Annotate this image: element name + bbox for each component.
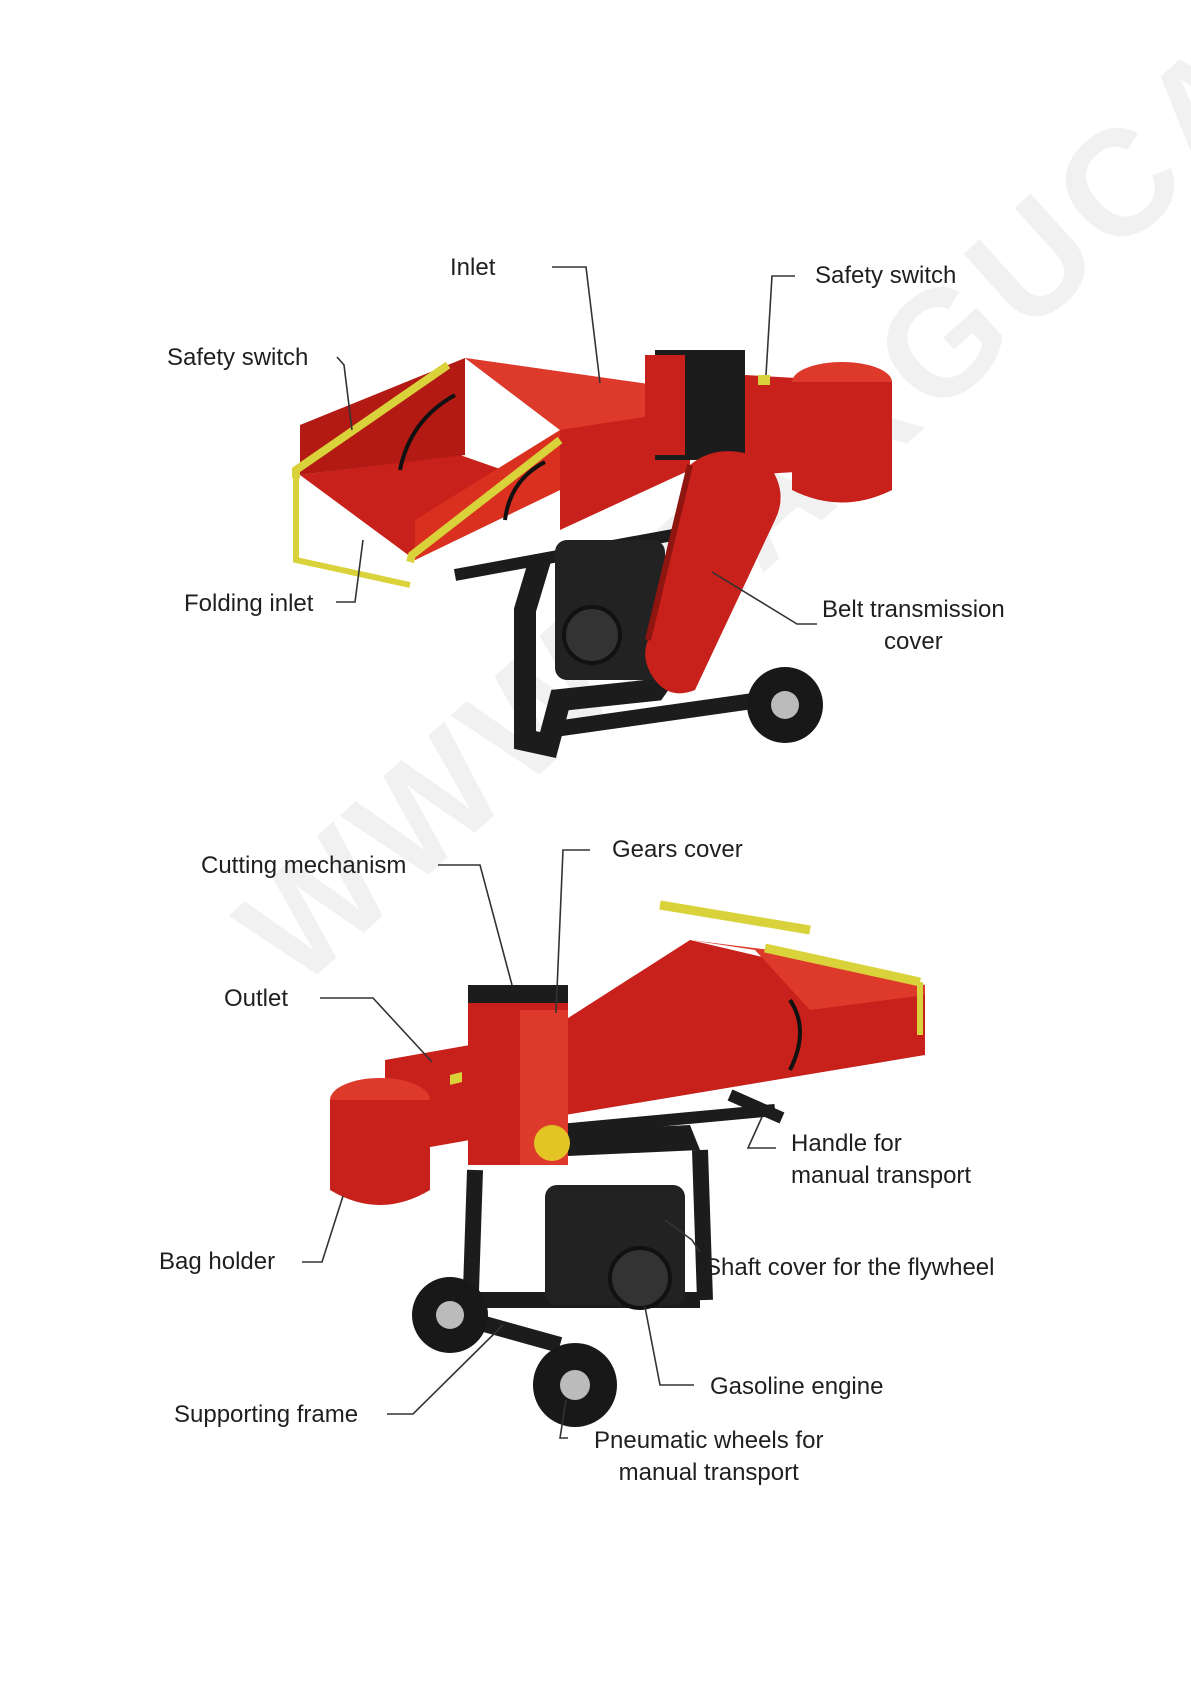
top-chipper-illustration xyxy=(296,350,892,745)
bottom-wheel-front-hub xyxy=(560,1370,590,1400)
label-handle-line-2: manual transport xyxy=(791,1160,971,1192)
label-supporting-frame: Supporting frame xyxy=(174,1399,358,1431)
label-safety-switch-left: Safety switch xyxy=(167,342,308,374)
bottom-shaft-flange xyxy=(534,1125,570,1161)
top-safety-switch-knob xyxy=(758,375,770,385)
top-engine-flywheel xyxy=(564,607,620,663)
label-safety-switch-right: Safety switch xyxy=(815,260,956,292)
label-gears-cover: Gears cover xyxy=(612,834,743,866)
bottom-engine-flywheel xyxy=(610,1248,670,1308)
leader-outlet xyxy=(320,998,432,1062)
label-wheels-line-1: Pneumatic wheels for xyxy=(594,1425,823,1457)
label-bag-holder: Bag holder xyxy=(159,1246,275,1278)
leader-inlet xyxy=(552,267,600,383)
top-bag-holder xyxy=(792,382,892,503)
label-pneumatic-wheels: Pneumatic wheels for manual transport xyxy=(594,1425,823,1489)
bottom-bag-holder xyxy=(330,1100,430,1205)
bottom-wheel-rear-hub xyxy=(436,1301,464,1329)
label-gasoline-engine: Gasoline engine xyxy=(710,1371,883,1403)
label-inlet: Inlet xyxy=(450,252,495,284)
leader-gasoline-engine xyxy=(645,1307,694,1385)
label-shaft-cover-flywheel: Shaft cover for the flywheel xyxy=(705,1252,994,1284)
label-belt-line-2: cover xyxy=(822,626,1005,658)
bottom-inlet-hopper xyxy=(565,940,925,1115)
label-outlet: Outlet xyxy=(224,983,288,1015)
leader-handle xyxy=(748,1117,776,1148)
top-wheel-hub xyxy=(771,691,799,719)
bottom-cutting-top xyxy=(468,985,568,1003)
leader-safety-switch-right xyxy=(766,276,795,375)
label-handle-for-manual-transport: Handle for manual transport xyxy=(791,1128,971,1192)
label-belt-line-1: Belt transmission xyxy=(822,594,1005,626)
top-folding-inlet-back xyxy=(300,358,465,475)
leader-cutting-mechanism xyxy=(438,865,512,985)
bottom-rail-top xyxy=(660,905,810,930)
label-handle-line-1: Handle for xyxy=(791,1128,971,1160)
label-belt-transmission-cover: Belt transmission cover xyxy=(822,594,1005,658)
leader-bag-holder xyxy=(302,1196,343,1262)
label-cutting-mechanism: Cutting mechanism xyxy=(201,850,406,882)
label-folding-inlet: Folding inlet xyxy=(184,588,313,620)
label-wheels-line-2: manual transport xyxy=(594,1457,823,1489)
top-cutting-housing-red xyxy=(645,355,685,455)
